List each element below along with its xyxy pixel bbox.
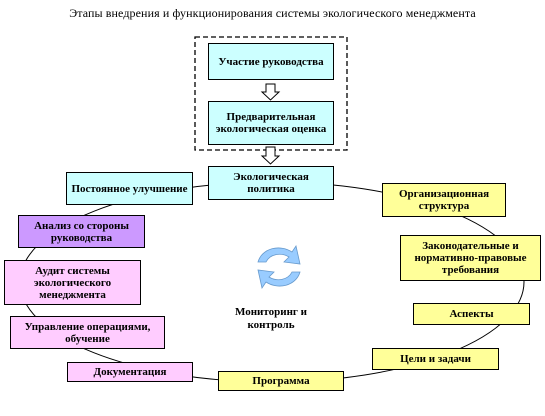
box-continuous-improvement: Постоянное улучшение bbox=[66, 172, 193, 205]
box-legal-requirements: Законодательные и нормативно-правовые тр… bbox=[400, 235, 541, 281]
box-operations-training: Управление операциями, обучение bbox=[10, 316, 165, 349]
cycle-arrows-icon bbox=[257, 244, 301, 290]
page-title: Этапы внедрения и функционирования систе… bbox=[69, 6, 476, 20]
box-program: Программа bbox=[218, 371, 344, 391]
box-goals-objectives: Цели и задачи bbox=[372, 348, 499, 370]
box-aspects: Аспекты bbox=[413, 303, 530, 325]
box-preliminary-assessment: Предварительная экологическая оценка bbox=[208, 101, 334, 145]
arrow-down-1 bbox=[260, 83, 281, 101]
arrow-down-2 bbox=[260, 146, 281, 165]
box-leadership: Участие руководства bbox=[208, 43, 334, 80]
box-org-structure: Организационная структура bbox=[382, 183, 506, 217]
box-audit: Аудит системы экологического менеджмента bbox=[4, 260, 141, 305]
box-environmental-policy: Экологическая политика bbox=[208, 166, 334, 200]
box-management-review: Анализ со стороны руководства bbox=[18, 215, 145, 248]
box-documentation: Документация bbox=[67, 362, 193, 382]
center-label-monitoring: Мониторинг и контроль bbox=[234, 306, 308, 331]
